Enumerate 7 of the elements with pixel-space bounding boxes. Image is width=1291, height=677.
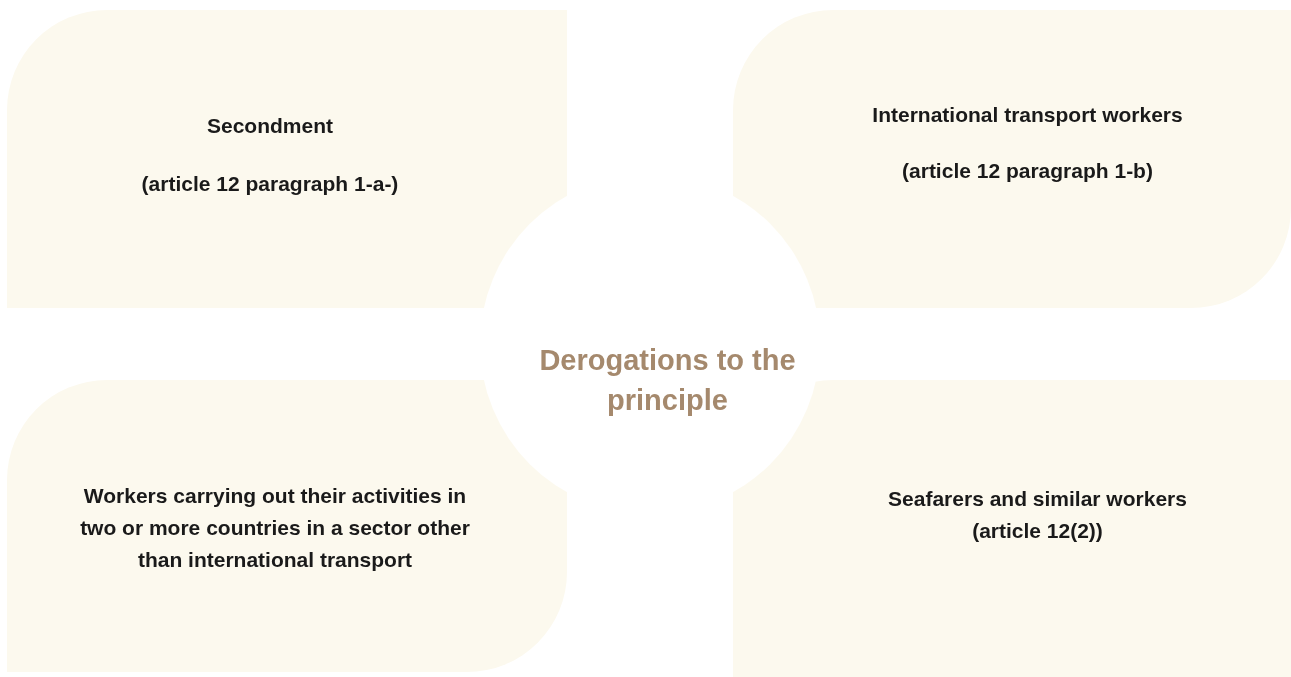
category-label: Seafarers and similar workers (article 12(2)) [887,486,1188,544]
article-reference: (article 12 paragraph 1-b) [902,157,1153,184]
category-label: International transport workers [872,101,1183,128]
category-label: Secondment [207,113,333,139]
article-reference: (article 12 paragraph 1-a-) [141,171,399,197]
category-label: Workers carrying out their activities in two or more countries in a sector other than international transport [80,482,470,573]
central-title: Derogations to the principle [538,343,797,418]
